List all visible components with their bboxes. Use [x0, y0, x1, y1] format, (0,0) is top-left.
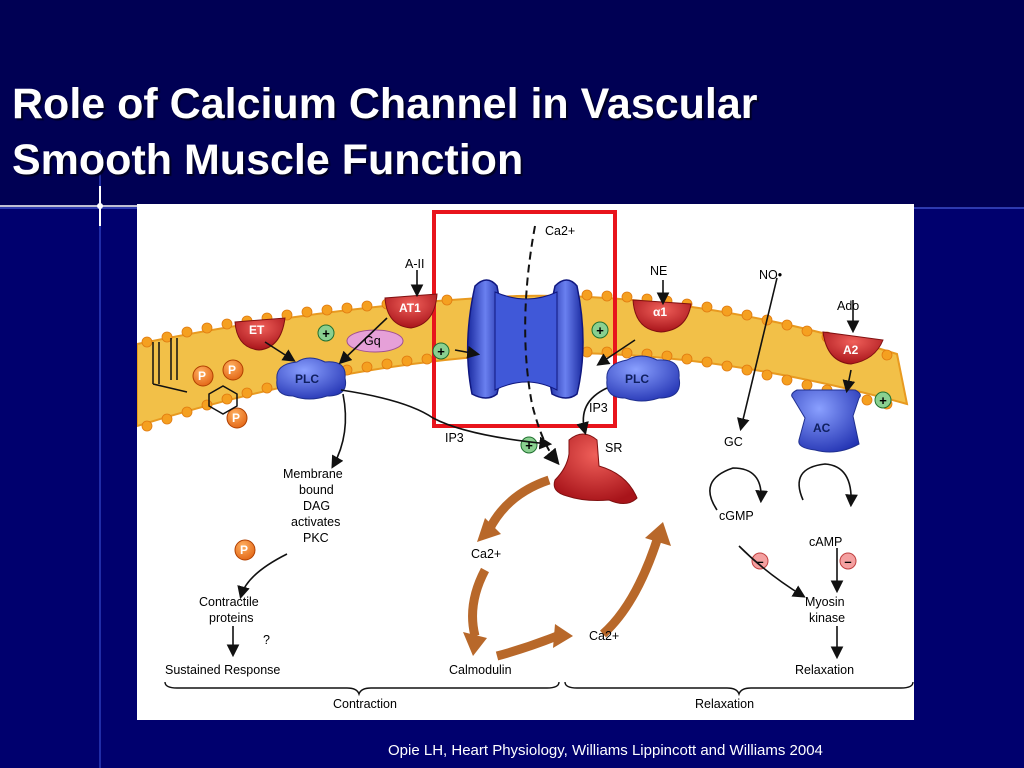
- plc-left: [276, 357, 347, 400]
- calcium-pathway-diagram: + + + + + – –: [137, 204, 914, 720]
- label-ca-lower: Ca2+: [589, 629, 619, 643]
- label-myosin-1: Myosin: [805, 595, 845, 609]
- label-ca-top: Ca2+: [545, 224, 575, 238]
- label-relaxation-right: Relaxation: [795, 663, 854, 677]
- minus-sign-1: –: [756, 554, 763, 569]
- label-calmodulin: Calmodulin: [449, 663, 512, 677]
- label-ca-mid: Ca2+: [471, 547, 501, 561]
- label-sustained-response: Sustained Response: [165, 663, 280, 677]
- label-membrane-2: bound: [299, 483, 334, 497]
- label-gq: Gq: [364, 334, 381, 348]
- calcium-cycle-arrowheads: [463, 518, 671, 656]
- et-receptor: [234, 317, 286, 351]
- label-p-4: P: [240, 543, 248, 557]
- plus-sign-5: +: [879, 393, 887, 408]
- label-camp: cAMP: [809, 535, 842, 549]
- label-footer-relaxation: Relaxation: [695, 697, 754, 711]
- signal-arrows: [226, 270, 860, 660]
- calcium-channel: [466, 279, 584, 399]
- label-membrane-5: PKC: [303, 531, 329, 545]
- a2-receptor: [822, 331, 884, 365]
- label-cgmp: cGMP: [719, 509, 754, 523]
- label-contractile-2: proteins: [209, 611, 253, 625]
- label-a-ii: A-II: [405, 257, 424, 271]
- plus-sign-4: +: [525, 438, 533, 453]
- label-p-1: P: [198, 369, 206, 383]
- calcium-cycle-arrows: [468, 475, 664, 661]
- label-membrane-3: DAG: [303, 499, 330, 513]
- label-ne: NE: [650, 264, 667, 278]
- label-ip3-left: IP3: [445, 431, 464, 445]
- phosphate-4: [234, 539, 256, 561]
- label-at1: AT1: [399, 301, 421, 315]
- label-a2: A2: [843, 343, 859, 357]
- label-membrane-1: Membrane: [283, 467, 343, 481]
- plc-right: [606, 355, 681, 402]
- at1-receptor: [384, 293, 438, 329]
- label-contractile-1: Contractile: [199, 595, 259, 609]
- label-alpha1: α1: [653, 305, 667, 319]
- label-membrane-4: activates: [291, 515, 340, 529]
- plus-sign-2: +: [437, 344, 445, 359]
- label-ac: AC: [813, 421, 831, 435]
- phosphate-1: [192, 365, 214, 387]
- phosphoinositide-ring: [208, 385, 238, 415]
- minus-sign-2: –: [844, 554, 851, 569]
- label-myosin-2: kinase: [809, 611, 845, 625]
- phosphate-2: [222, 359, 244, 381]
- label-ip3-right: IP3: [589, 401, 608, 415]
- alpha1-receptor: [632, 299, 692, 333]
- minus-markers: [751, 552, 857, 570]
- label-p-3: P: [232, 411, 240, 425]
- diagram-canvas: + + + + + – –: [137, 210, 914, 711]
- slide-title-line-1: Role of Calcium Channel in Vascular: [12, 80, 758, 128]
- label-gc: GC: [724, 435, 743, 449]
- label-ado: Ado: [837, 299, 859, 313]
- label-et: ET: [249, 323, 265, 337]
- plus-sign-1: +: [322, 326, 330, 341]
- label-sr: SR: [605, 441, 622, 455]
- label-p-2: P: [228, 363, 236, 377]
- plus-markers: [317, 321, 892, 454]
- sarcoplasmic-reticulum: [553, 433, 638, 504]
- slide-title: Role of Calcium Channel in Vascular Smoo…: [12, 76, 758, 188]
- calcium-channel-highlight-box: [432, 210, 617, 428]
- phosphate-3: [226, 407, 248, 429]
- contraction-bracket: [164, 681, 560, 697]
- plus-sign-3: +: [596, 323, 604, 338]
- label-plc-right: PLC: [625, 372, 649, 386]
- label-question: ?: [263, 633, 270, 647]
- citation: Opie LH, Heart Physiology, Williams Lipp…: [388, 742, 823, 759]
- relaxation-bracket: [564, 681, 914, 697]
- label-plc-left: PLC: [295, 372, 319, 386]
- adenylyl-cyclase: [791, 389, 861, 453]
- lipid-tails: [152, 338, 188, 393]
- label-footer-contraction: Contraction: [333, 697, 397, 711]
- slide-title-line-2: Smooth Muscle Function: [12, 136, 524, 184]
- label-no: NO•: [759, 268, 782, 282]
